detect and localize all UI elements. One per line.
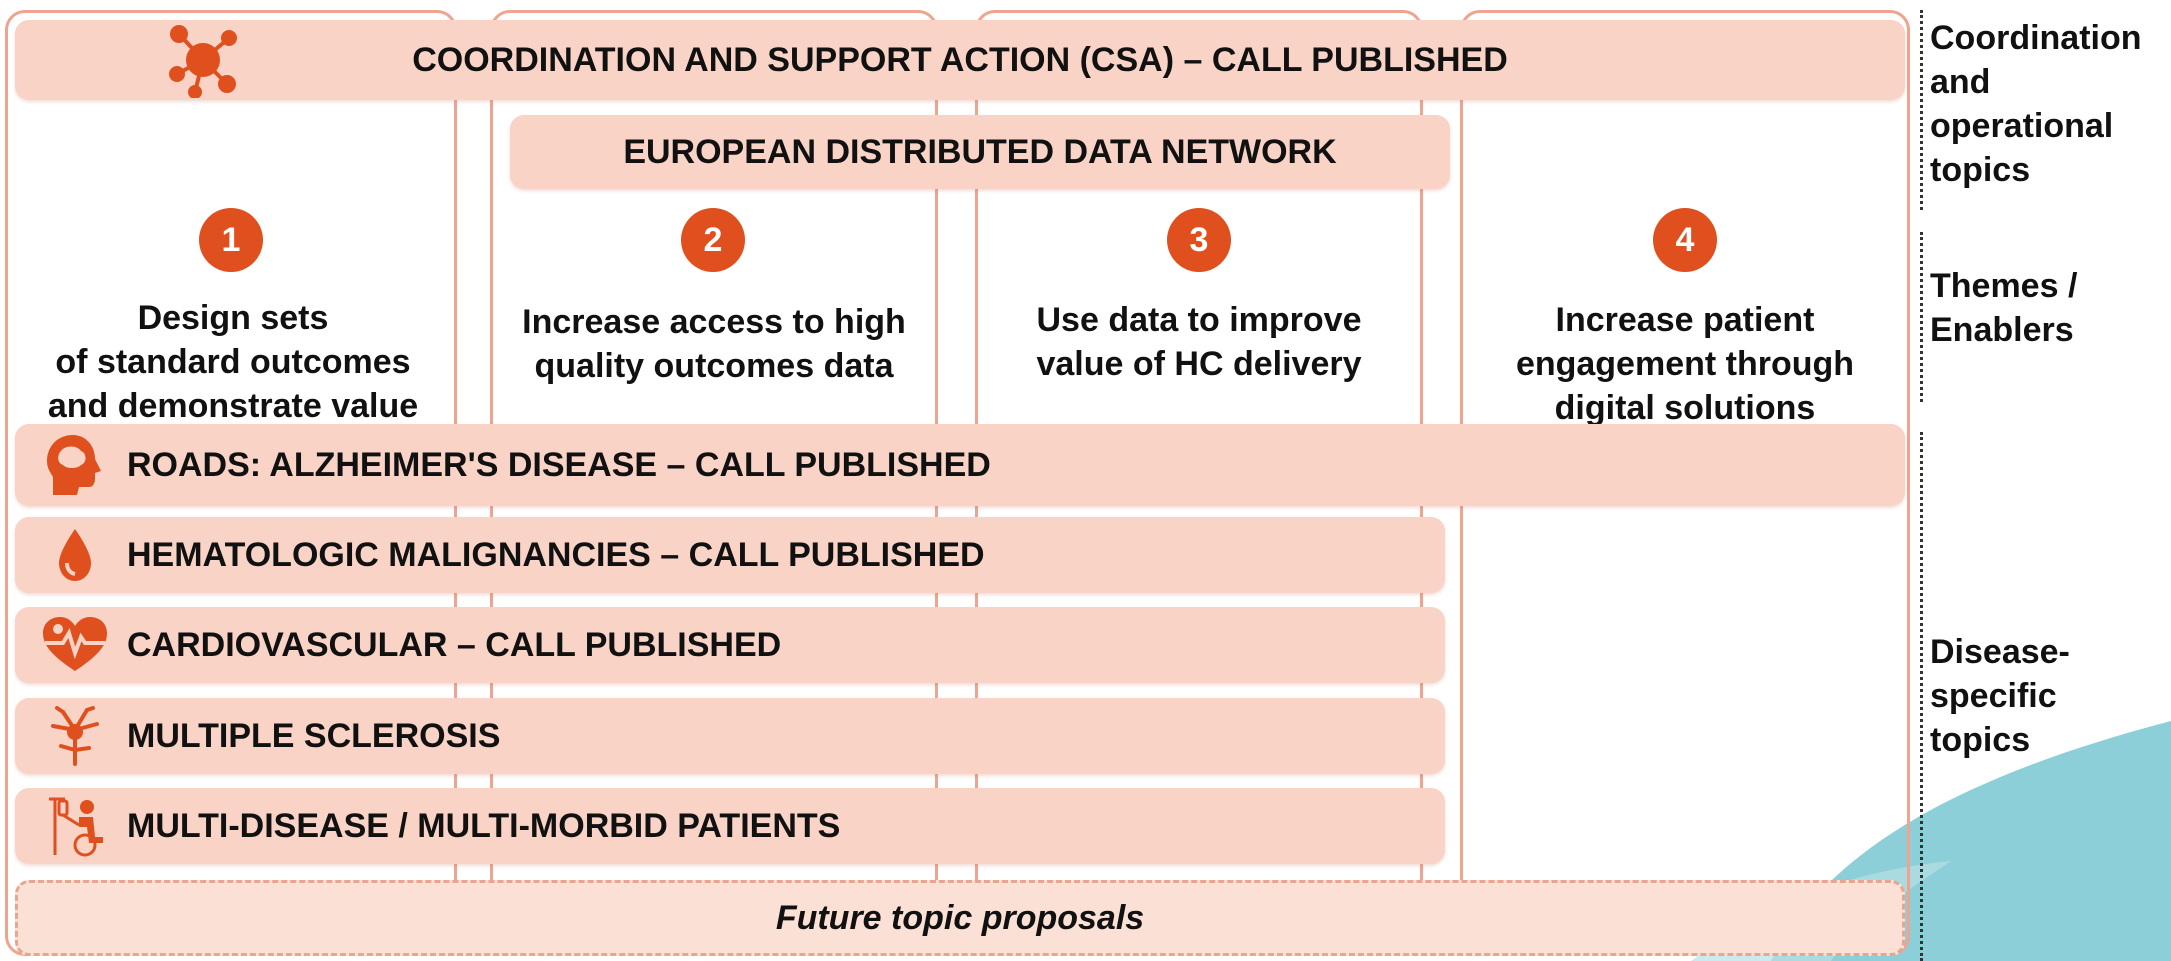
future-topics-label: Future topic proposals — [775, 898, 1145, 937]
theme-1-line-1: Design sets — [137, 299, 329, 337]
disease-bar-cardiovascular: CARDIOVASCULAR – CALL PUBLISHED — [15, 607, 1445, 683]
theme-3-line-1: Use data to improve — [1036, 301, 1362, 339]
brain-head-icon — [47, 435, 101, 495]
csa-bar: COORDINATION AND SUPPORT ACTION (CSA) – … — [15, 20, 1905, 100]
patient-wheelchair-icon — [49, 797, 103, 857]
future-topics-bar: Future topic proposals — [15, 880, 1905, 956]
theme-number-2: 2 — [681, 208, 745, 272]
bracket-themes — [1920, 232, 1923, 402]
neuron-icon — [51, 706, 99, 766]
side-label-coordination: Coordination and operational topics — [1930, 16, 2142, 192]
disease-bar-alzheimers-label: ROADS: ALZHEIMER'S DISEASE – CALL PUBLIS… — [127, 445, 991, 484]
theme-4-line-3: digital solutions — [1554, 389, 1816, 426]
edn-bar-label: EUROPEAN DISTRIBUTED DATA NETWORK — [623, 132, 1337, 171]
theme-number-1: 1 — [199, 208, 263, 272]
side-label-coordination-line-2: and — [1930, 63, 1991, 101]
disease-bar-alzheimers: ROADS: ALZHEIMER'S DISEASE – CALL PUBLIS… — [15, 424, 1905, 506]
theme-text-3: Use data to improve value of HC delivery — [981, 298, 1417, 398]
theme-2-line-1: Increase access to high — [522, 303, 906, 341]
theme-1-line-2: of standard outcomes — [55, 343, 411, 381]
side-label-disease-line-1: Disease- — [1930, 633, 2070, 671]
side-label-disease-line-3: topics — [1930, 721, 2031, 759]
side-label-disease-line-2: specific — [1930, 677, 2057, 715]
side-label-themes-line-2: Enablers — [1930, 311, 2074, 349]
csa-bar-label: COORDINATION AND SUPPORT ACTION (CSA) – … — [412, 40, 1508, 79]
side-label-coordination-line-1: Coordination — [1930, 19, 2142, 57]
theme-text-4: Increase patient engagement through digi… — [1466, 298, 1904, 426]
disease-bar-hematologic-label: HEMATOLOGIC MALIGNANCIES – CALL PUBLISHE… — [127, 535, 985, 574]
side-label-themes: Themes / Enablers — [1930, 264, 2077, 352]
theme-1-line-3: and demonstrate value — [47, 387, 419, 424]
side-label-coordination-line-4: topics — [1930, 151, 2031, 189]
disease-bar-multi-disease-label: MULTI-DISEASE / MULTI-MORBID PATIENTS — [127, 806, 841, 845]
theme-4-line-2: engagement through — [1515, 345, 1855, 383]
side-label-themes-line-1: Themes / — [1930, 267, 2078, 305]
blood-drop-icon — [59, 529, 91, 581]
theme-text-2: Increase access to high quality outcomes… — [496, 300, 932, 400]
edn-bar: EUROPEAN DISTRIBUTED DATA NETWORK — [510, 115, 1450, 189]
bracket-disease — [1920, 432, 1923, 961]
theme-text-1: Design sets of standard outcomes and dem… — [18, 296, 448, 424]
theme-4-line-1: Increase patient — [1555, 301, 1815, 339]
heart-pulse-icon — [43, 617, 107, 671]
disease-bar-ms: MULTIPLE SCLEROSIS — [15, 698, 1445, 774]
disease-bar-ms-label: MULTIPLE SCLEROSIS — [127, 716, 501, 755]
disease-bar-cardiovascular-label: CARDIOVASCULAR – CALL PUBLISHED — [127, 625, 782, 664]
disease-bar-multi-disease: MULTI-DISEASE / MULTI-MORBID PATIENTS — [15, 788, 1445, 864]
side-label-coordination-line-3: operational — [1930, 107, 2114, 145]
theme-2-line-2: quality outcomes data — [534, 347, 894, 385]
network-nodes-icon — [169, 25, 237, 98]
theme-number-4: 4 — [1653, 208, 1717, 272]
bracket-coordination — [1920, 10, 1923, 210]
theme-3-line-2: value of HC delivery — [1036, 345, 1362, 383]
disease-bar-hematologic: HEMATOLOGIC MALIGNANCIES – CALL PUBLISHE… — [15, 517, 1445, 593]
theme-number-3: 3 — [1167, 208, 1231, 272]
side-label-disease: Disease- specific topics — [1930, 630, 2070, 762]
